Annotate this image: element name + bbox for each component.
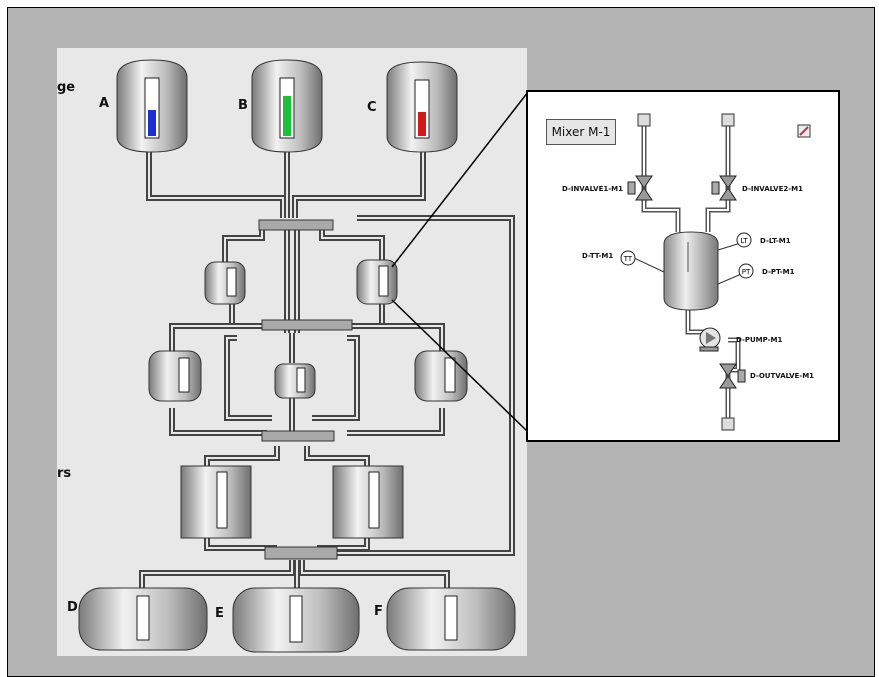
partial-label-storage: ge — [57, 80, 76, 95]
outlet-nozzle — [721, 417, 735, 431]
popout-icon[interactable] — [797, 124, 811, 138]
tt-instrument[interactable]: TT — [620, 250, 636, 266]
tank-c[interactable] — [386, 61, 458, 153]
tank-f-label: F — [374, 604, 383, 619]
tag-invalve2: D-INVALVE2-M1 — [742, 185, 803, 193]
plant-overview-panel: ge rs A B C D E F — [57, 48, 527, 656]
tank-e[interactable] — [232, 587, 360, 653]
reactor-left[interactable] — [180, 465, 252, 539]
mixer-title: Mixer M-1 — [546, 119, 616, 145]
tank-b[interactable] — [251, 59, 323, 153]
inlet-nozzle-1 — [637, 113, 651, 127]
tag-invalve1: D-INVALVE1-M1 — [562, 185, 623, 193]
tank-a-level — [148, 110, 156, 136]
tag-lt: D-LT-M1 — [760, 237, 791, 245]
lt-letters: LT — [740, 237, 748, 245]
tt-letters: TT — [623, 255, 633, 263]
manifold-mid — [261, 319, 353, 331]
invalve1[interactable] — [627, 175, 653, 201]
tank-b-label: B — [238, 98, 248, 113]
tank-d-label: D — [67, 600, 78, 615]
tag-outvalve: D-OUTVALVE-M1 — [750, 372, 815, 380]
tank-mid-right[interactable] — [414, 350, 468, 402]
outvalve[interactable] — [719, 363, 746, 389]
tank-b-level — [283, 96, 291, 136]
tank-c-label: C — [367, 100, 377, 115]
pt-instrument[interactable]: PT — [738, 263, 754, 279]
tank-f[interactable] — [386, 587, 516, 651]
tank-e-label: E — [215, 606, 224, 621]
mixer-m1-right[interactable] — [356, 259, 398, 305]
manifold-lower — [261, 430, 335, 442]
pump[interactable] — [699, 327, 721, 352]
mixer-detail-panel: Mixer M-1 — [526, 90, 840, 442]
tank-a-label: A — [99, 96, 110, 111]
reactor-right[interactable] — [332, 465, 404, 539]
plant-diagram — [78, 59, 516, 653]
mixer-detail-diagram: TT LT PT — [620, 113, 811, 431]
pt-letters: PT — [742, 268, 751, 276]
manifold-top — [258, 219, 334, 231]
tank-d[interactable] — [78, 587, 208, 651]
tag-pt: D-PT-M1 — [762, 268, 795, 276]
tank-a[interactable] — [116, 59, 188, 153]
invalve2[interactable] — [711, 175, 737, 201]
tank-c-level — [418, 112, 426, 136]
tag-tt: D-TT-M1 — [582, 252, 614, 260]
inlet-nozzle-2 — [721, 113, 735, 127]
tank-mid-center[interactable] — [274, 363, 316, 399]
mixer-m1-left[interactable] — [204, 261, 246, 305]
tank-mid-left[interactable] — [148, 350, 202, 402]
lt-instrument[interactable]: LT — [736, 232, 752, 248]
tag-pump: D-PUMP-M1 — [736, 336, 783, 344]
mixer-vessel[interactable] — [663, 231, 719, 311]
manifold-bottom — [264, 546, 338, 560]
partial-label-reactors: rs — [57, 466, 72, 481]
